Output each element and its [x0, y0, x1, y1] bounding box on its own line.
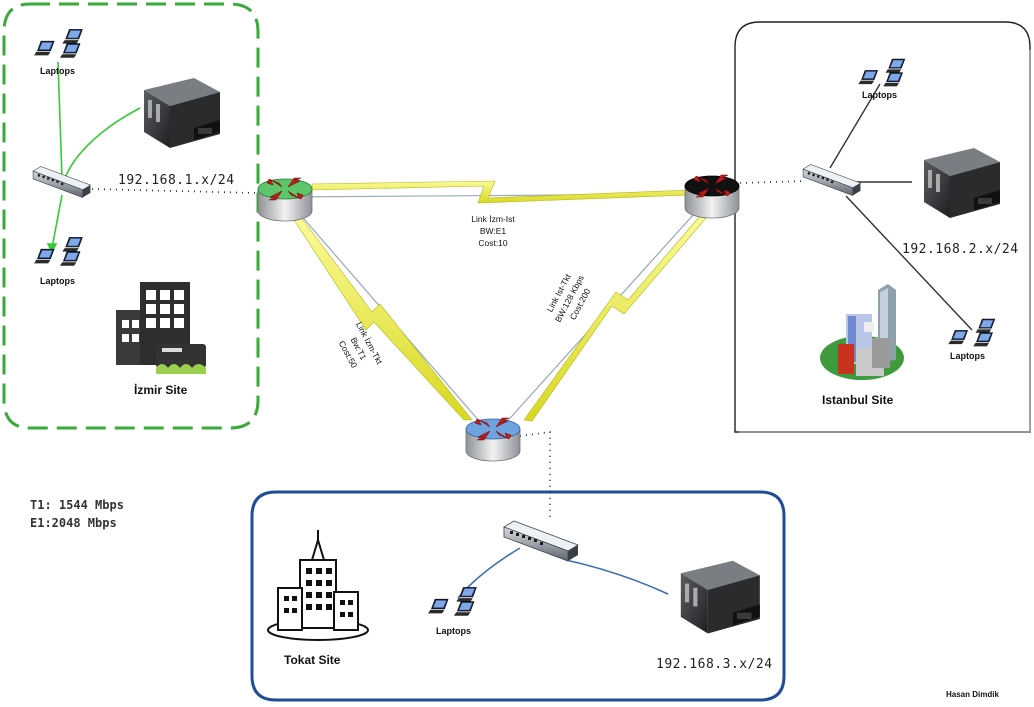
izmir-building-icon [116, 282, 206, 374]
tokat-switch[interactable] [503, 520, 579, 562]
svg-text:Link İzm-Ist: Link İzm-Ist [471, 214, 515, 224]
istanbul-skyline-icon [820, 284, 904, 380]
istanbul-laptops-bottom-label: Laptops [950, 351, 985, 361]
tokat-site-border [250, 490, 786, 702]
izmir-laptops-top-label: Laptops [40, 66, 75, 76]
svg-text:Cost:10: Cost:10 [478, 238, 508, 248]
istanbul-laptops-bottom [948, 319, 994, 346]
wan-links [284, 180, 713, 438]
istanbul-router[interactable] [684, 174, 740, 219]
izmir-laptops-bottom [34, 238, 82, 266]
link-izm-tkt-label: Link İzm-Tkt Bw:T1 Cost:50 [337, 320, 385, 370]
istanbul-subnet: 192.168.2.x/24 [902, 242, 1019, 257]
link-izm-ist-bolt [311, 180, 691, 204]
tokat-router[interactable] [465, 417, 521, 462]
istanbul-server[interactable] [924, 148, 1000, 218]
istanbul-site-shadow [739, 50, 1031, 433]
tokat-subnet: 192.168.3.x/24 [656, 657, 773, 672]
izmir-lan-lines [46, 61, 141, 254]
author-credit: Hasan Dimdik [946, 690, 999, 699]
link-izm-tkt-bolt [293, 215, 473, 421]
izmir-site-name: İzmir Site [134, 382, 188, 397]
istanbul-laptops-top-label: Laptops [862, 90, 897, 100]
izmir-laptops-bottom-label: Laptops [40, 276, 75, 286]
tokat-building-icon [267, 530, 369, 641]
legend-t1: T1: 1544 Mbps [30, 498, 124, 512]
lan-uplinks [91, 180, 807, 520]
tokat-server[interactable] [680, 560, 760, 634]
tokat-site-name: Tokat Site [284, 653, 341, 667]
izmir-subnet: 192.168.1.x/24 [118, 173, 235, 188]
izmir-site-border [2, 2, 260, 430]
legend-e1: E1:2048 Mbps [30, 516, 117, 530]
istanbul-laptops-top [858, 59, 904, 86]
izmir-laptops-top [34, 30, 82, 58]
istanbul-switch[interactable] [802, 164, 861, 196]
link-izm-ist-label: Link İzm-Ist BW:E1 Cost:10 [471, 214, 515, 248]
istanbul-site-name: Istanbul Site [822, 393, 894, 407]
tokat-laptops [428, 588, 476, 616]
tokat-laptops-label: Laptops [436, 626, 471, 636]
istanbul-lan-lines [829, 83, 973, 331]
izmir-router[interactable] [257, 177, 313, 222]
link-ist-tkt-label: Link Ist-Tkt BW:128 Kbps Cost:200 [545, 272, 593, 324]
izmir-server[interactable] [144, 78, 220, 148]
svg-text:BW:E1: BW:E1 [480, 226, 507, 236]
link-ist-tkt-bolt [523, 215, 707, 422]
